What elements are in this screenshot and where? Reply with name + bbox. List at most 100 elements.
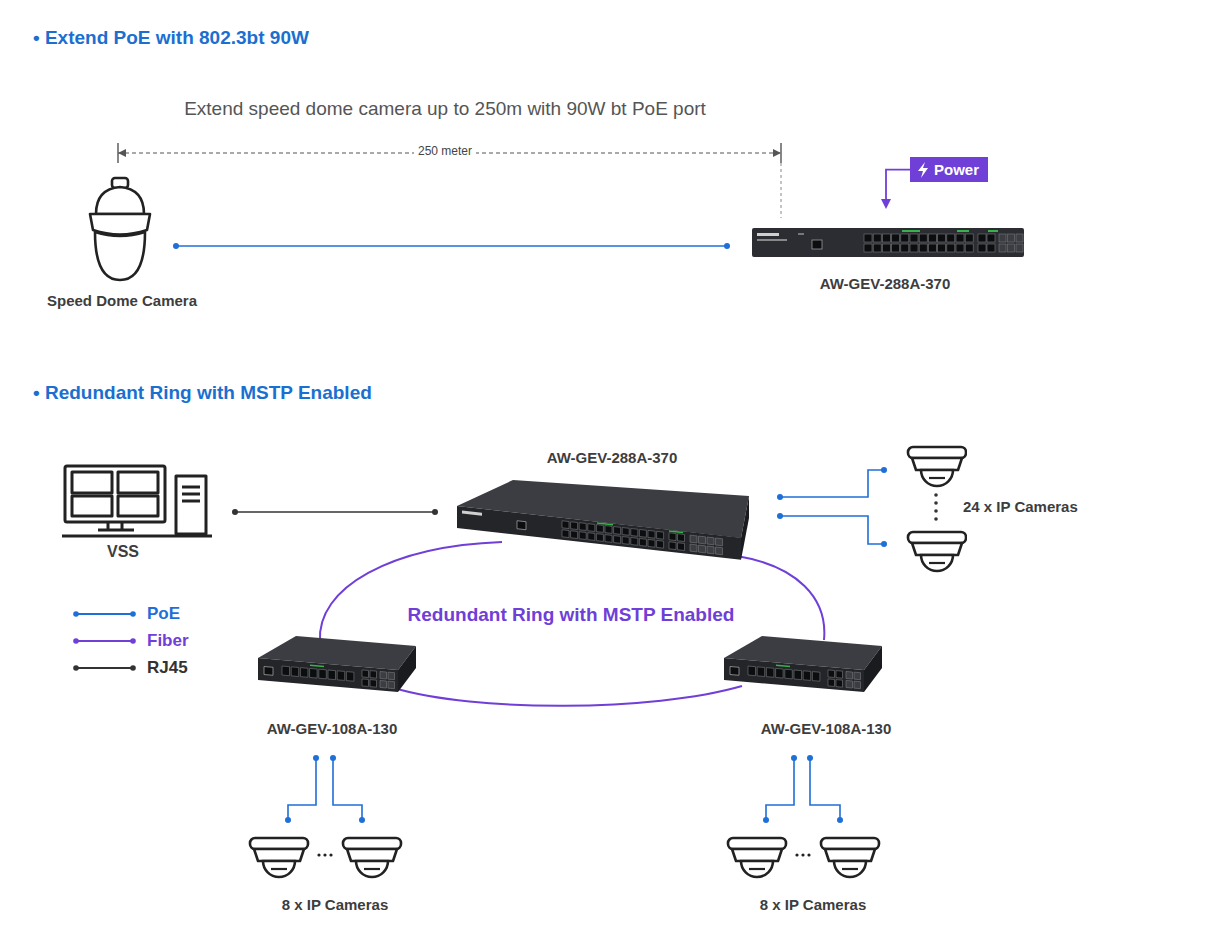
drawing-part — [957, 230, 969, 232]
drawing-part — [919, 234, 927, 242]
drawing-part — [934, 517, 938, 521]
drawing-part — [250, 838, 308, 877]
drawing-part — [95, 232, 145, 280]
section-heading: • Redundant Ring with MSTP Enabled — [33, 382, 372, 404]
drawing-part — [65, 466, 165, 522]
drawing-part — [938, 234, 946, 242]
drawing-part — [291, 667, 299, 677]
drawing-part — [795, 853, 798, 856]
connector — [232, 509, 438, 515]
drawing-part — [854, 672, 861, 680]
dimension-line — [118, 143, 781, 218]
drawing-part — [748, 666, 756, 676]
drawing-part — [828, 679, 835, 687]
connector-line — [737, 556, 824, 640]
power-callout: Power — [910, 157, 988, 182]
connector — [886, 170, 910, 204]
drawing-part — [614, 536, 621, 544]
drawing-part — [846, 680, 853, 688]
drawing-part — [757, 233, 779, 236]
connector-dot — [724, 243, 730, 249]
connector — [320, 542, 502, 642]
drawing-part — [176, 476, 206, 534]
connector-dot — [807, 755, 813, 761]
drawing-part — [934, 493, 938, 497]
drawing-part — [776, 668, 784, 678]
callout-text: Power — [934, 161, 979, 178]
connector-line — [320, 542, 502, 642]
legend-text: PoE — [147, 604, 180, 624]
drawing-part — [90, 178, 150, 280]
drawing-part — [918, 162, 928, 178]
connector-dot — [330, 755, 336, 761]
drawing-part — [517, 521, 526, 530]
device-label: Speed Dome Camera — [47, 292, 197, 309]
drawing-part — [836, 671, 843, 679]
drawing-part — [828, 670, 835, 678]
drawing-part — [908, 532, 966, 571]
drawing-part — [1016, 244, 1023, 252]
drawing-part — [724, 658, 864, 692]
device-label: VSS — [107, 543, 139, 561]
drawing-part — [864, 646, 882, 692]
drawing-part — [836, 680, 843, 688]
switch-node: AW-GEV-288A-370 — [752, 228, 1024, 257]
drawing-part — [873, 234, 881, 242]
drawing-part — [999, 244, 1006, 252]
connector-dot — [359, 817, 365, 823]
drawing-part — [928, 234, 936, 242]
drawing-part — [934, 501, 938, 505]
subtitle: Extend speed dome camera up to 250m with… — [184, 98, 706, 120]
drawing-part — [1008, 234, 1015, 242]
drawing-part — [73, 611, 79, 617]
connector-dot — [173, 243, 179, 249]
connector-line — [780, 470, 884, 544]
drawing-part — [657, 540, 664, 548]
drawing-part — [571, 531, 578, 539]
drawing-part — [854, 681, 861, 689]
drawing-part — [72, 472, 112, 493]
drawing-part — [690, 544, 697, 552]
drawing-part — [882, 234, 890, 242]
drawing-part — [73, 665, 79, 671]
drawing-part — [657, 531, 664, 539]
connector-dot — [232, 509, 238, 515]
drawing-part — [978, 244, 986, 252]
drawing-part — [648, 539, 655, 547]
connector-dot — [777, 513, 783, 519]
drawing-part — [310, 664, 324, 667]
connector-dot — [432, 509, 438, 515]
camera-group-node: 8 x IP Cameras — [244, 836, 408, 888]
connector-line — [766, 758, 840, 820]
drawing-part — [457, 506, 741, 560]
drawing-part — [987, 244, 995, 252]
camera-group — [895, 443, 967, 578]
drawing-part — [98, 522, 134, 530]
vss-node: VSS — [62, 463, 214, 539]
drawing-part — [457, 506, 741, 560]
drawing-part — [562, 521, 569, 529]
drawing-part — [73, 638, 79, 644]
switch-node: AW-GEV-288A-370 — [457, 480, 749, 564]
connector-dot — [881, 467, 887, 473]
speed-dome-illustration — [84, 176, 160, 284]
drawing-part — [902, 230, 920, 232]
drawing-part — [965, 234, 973, 242]
connector — [763, 755, 843, 823]
drawing-part — [978, 234, 986, 242]
drawing-part — [728, 838, 786, 877]
drawing-part — [380, 671, 387, 679]
drawing-part — [571, 522, 578, 530]
device-label: AW-GEV-108A-130 — [761, 720, 892, 737]
camera-group-node: 8 x IP Cameras — [722, 836, 886, 888]
drawing-part — [798, 233, 804, 235]
drawing-part — [999, 234, 1006, 242]
camera-node: Speed Dome Camera — [84, 176, 160, 284]
drawing-part — [965, 244, 973, 252]
drawing-part — [864, 234, 872, 242]
bolt-icon — [917, 162, 929, 178]
drawing-part — [462, 511, 482, 516]
